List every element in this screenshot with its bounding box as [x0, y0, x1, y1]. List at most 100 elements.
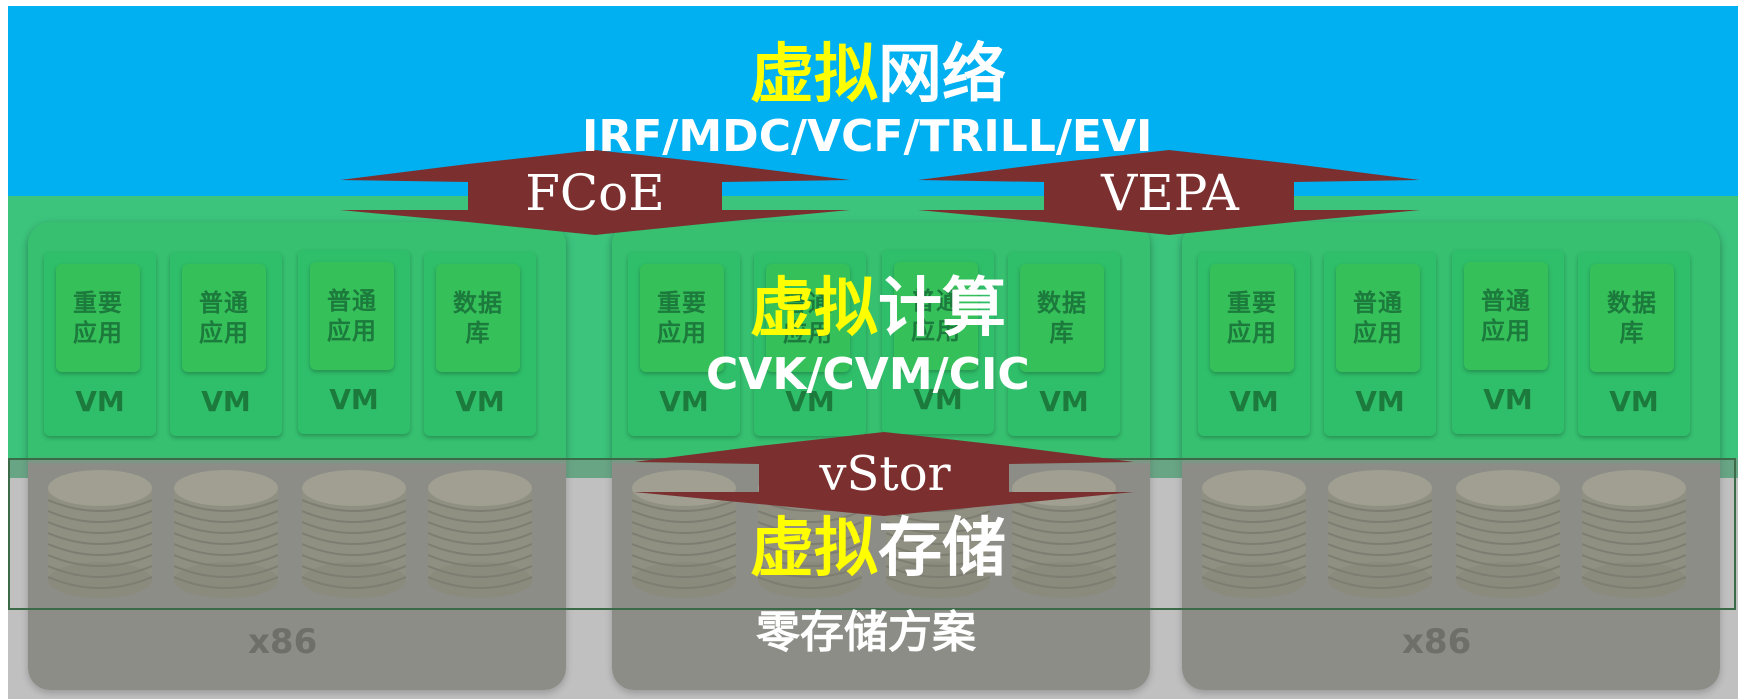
app-label-line1: 重要	[657, 289, 707, 317]
app-label-line2: 应用	[1353, 319, 1403, 347]
app-card: 重要应用	[56, 264, 140, 372]
vm-slot: 普通应用 VM	[882, 250, 994, 434]
vm-slot: 数据库 VM	[1008, 252, 1120, 436]
vm-slot: 重要应用 VM	[1198, 252, 1310, 436]
app-label: 普通应用	[1353, 288, 1403, 348]
storage-title-highlight: 虚拟	[750, 512, 878, 586]
app-card: 数据库	[1590, 264, 1674, 372]
vm-label: VM	[785, 385, 835, 418]
app-card: 数据库	[1020, 264, 1104, 372]
vstor-label: vStor	[819, 446, 951, 502]
network-title: 虚拟网络	[750, 36, 1006, 114]
app-card: 普通应用	[182, 264, 266, 372]
app-label-line1: 普通	[1481, 287, 1531, 315]
app-card: 重要应用	[640, 264, 724, 372]
disk-icon	[428, 470, 532, 598]
app-label-line2: 应用	[73, 319, 123, 347]
app-label-line1: 数据	[1037, 289, 1087, 317]
app-label-line2: 应用	[327, 317, 377, 345]
app-label-line2: 库	[465, 319, 491, 347]
app-label-line1: 普通	[327, 287, 377, 315]
compute-title-highlight: 虚拟	[750, 272, 878, 346]
app-label-line2: 应用	[657, 319, 707, 347]
app-label-line1: 普通	[911, 287, 961, 315]
server-cpu-label: x86	[1402, 622, 1472, 662]
disk-icon	[174, 470, 278, 598]
vm-slot: 数据库 VM	[424, 252, 536, 436]
vm-slot: 普通应用 VM	[298, 250, 410, 434]
app-label: 普通应用	[783, 288, 833, 348]
vm-label: VM	[1229, 385, 1279, 418]
network-title-highlight: 虚拟	[750, 38, 878, 112]
vm-slot: 普通应用 VM	[1324, 252, 1436, 436]
network-layer-band	[8, 6, 1738, 200]
app-card: 普通应用	[310, 262, 394, 370]
vm-label: VM	[1483, 383, 1533, 416]
fcoe-label: FCoE	[525, 164, 665, 222]
app-card: 普通应用	[894, 262, 978, 370]
app-label: 数据库	[453, 288, 503, 348]
disk-icon	[1202, 470, 1306, 598]
vepa-label: VEPA	[1101, 164, 1239, 222]
app-label-line2: 库	[1049, 319, 1075, 347]
app-label-line1: 数据	[1607, 289, 1657, 317]
app-label-line1: 普通	[783, 289, 833, 317]
network-title-rest: 网络	[878, 38, 1006, 112]
app-label: 数据库	[1607, 288, 1657, 348]
vm-label: VM	[1609, 385, 1659, 418]
storage-subtitle: 零存储方案	[756, 607, 976, 658]
compute-title-rest: 计算	[878, 272, 1006, 346]
storage-title: 虚拟存储	[750, 510, 1006, 588]
app-label-line2: 应用	[1227, 319, 1277, 347]
disk-icon	[48, 470, 152, 598]
disk-icon	[632, 470, 736, 598]
app-label-line2: 应用	[199, 319, 249, 347]
compute-subtitle: CVK/CVM/CIC	[706, 349, 1030, 400]
app-label-line1: 普通	[199, 289, 249, 317]
disk-icon	[1328, 470, 1432, 598]
app-card: 数据库	[436, 264, 520, 372]
vm-label: VM	[1039, 385, 1089, 418]
network-subtitle: IRF/MDC/VCF/TRILL/EVI	[582, 111, 1153, 162]
app-label: 普通应用	[327, 286, 377, 346]
app-label: 普通应用	[1481, 286, 1531, 346]
vepa-arrow	[918, 150, 1420, 235]
app-card: 普通应用	[1336, 264, 1420, 372]
storage-title-rest: 存储	[878, 512, 1006, 586]
server-cpu-label: x86	[248, 622, 318, 662]
compute-title: 虚拟计算	[750, 270, 1006, 348]
vm-slot: 普通应用 VM	[754, 252, 866, 436]
app-label-line1: 重要	[1227, 289, 1277, 317]
app-label: 数据库	[1037, 288, 1087, 348]
vm-slot: 重要应用 VM	[44, 252, 156, 436]
vm-label: VM	[201, 385, 251, 418]
disk-icon	[1456, 470, 1560, 598]
app-label: 重要应用	[1227, 288, 1277, 348]
fcoe-arrow	[340, 150, 850, 235]
app-label: 普通应用	[199, 288, 249, 348]
vstor-arrow	[634, 432, 1134, 516]
app-label: 重要应用	[657, 288, 707, 348]
vm-label: VM	[1355, 385, 1405, 418]
disk-icon	[1582, 470, 1686, 598]
app-card: 普通应用	[766, 264, 850, 372]
vm-slot: 普通应用 VM	[1452, 250, 1564, 434]
app-card: 重要应用	[1210, 264, 1294, 372]
vm-slot: 重要应用 VM	[628, 252, 740, 436]
app-label-line1: 数据	[453, 289, 503, 317]
app-card: 普通应用	[1464, 262, 1548, 370]
vm-label: VM	[455, 385, 505, 418]
app-label-line2: 库	[1619, 319, 1645, 347]
vm-slot: 普通应用 VM	[170, 252, 282, 436]
vm-label: VM	[659, 385, 709, 418]
app-label-line2: 应用	[911, 317, 961, 345]
app-label-line1: 普通	[1353, 289, 1403, 317]
vm-label: VM	[75, 385, 125, 418]
vm-label: VM	[329, 383, 379, 416]
app-label-line2: 应用	[783, 319, 833, 347]
vm-label: VM	[913, 383, 963, 416]
vm-slot: 数据库 VM	[1578, 252, 1690, 436]
app-label: 重要应用	[73, 288, 123, 348]
disk-icon	[302, 470, 406, 598]
